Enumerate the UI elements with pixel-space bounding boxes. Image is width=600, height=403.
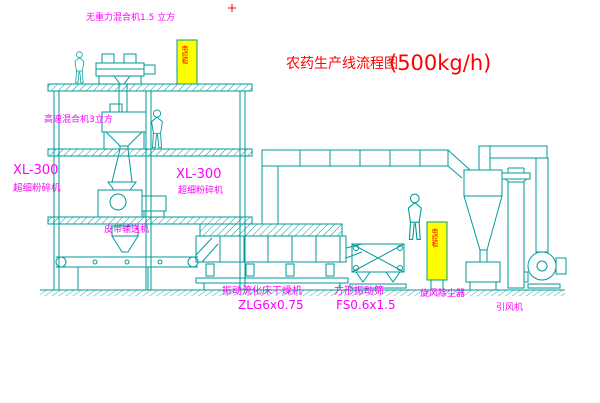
ground-line (40, 289, 565, 296)
label-dryer-name: 振动流化床干燥机 (222, 284, 302, 297)
cabinet-right-label: 电控柜 (430, 227, 438, 249)
person-figure-mid (151, 109, 163, 149)
person-figure-top (74, 51, 85, 84)
label-cyclone: 旋风除尘器 (420, 287, 465, 299)
high-speed-mixer (101, 103, 147, 183)
fluid-bed-dryer (195, 223, 349, 290)
control-cabinet-top: 电控柜 (176, 39, 198, 85)
diagram-title: 农药生产线流程图 (286, 56, 398, 72)
diagram-capacity: (500kg/h) (389, 51, 491, 75)
label-mill-mid-name: 超细粉碎机 (178, 184, 223, 196)
datum-marker (228, 4, 236, 12)
belt-conveyor (55, 237, 219, 290)
discharge-cyclone (111, 224, 139, 253)
control-cabinet-right: 电控柜 (426, 221, 448, 290)
label-high-speed-mixer: 高速混合机3立方 (44, 113, 113, 125)
label-belt-conveyor: 皮带输送机 (104, 223, 149, 235)
person-figure-right (407, 193, 422, 240)
induced-draft-fan (523, 251, 567, 289)
label-fan: 引风机 (496, 301, 523, 313)
vibrating-sieve (345, 243, 407, 289)
label-mill-left-name: 超细粉碎机 (13, 182, 61, 194)
cabinet-top-label: 电控柜 (180, 44, 188, 66)
label-mill-left-model: XL-300 (13, 163, 58, 178)
label-gravity-free-mixer: 无重力混合机1.5 立方 (86, 11, 175, 23)
exhaust-stack (501, 167, 531, 289)
cyclone-separator (463, 145, 549, 290)
gravity-free-mixer (95, 53, 156, 112)
label-mill-mid-model: XL-300 (176, 167, 221, 182)
label-sieve-name: 方形振动筛 (334, 284, 384, 297)
label-sieve-model: FS0.6x1.5 (336, 298, 396, 312)
label-dryer-model: ZLG6x0.75 (238, 298, 304, 312)
exhaust-duct (261, 149, 471, 225)
pulverizer (97, 181, 167, 218)
